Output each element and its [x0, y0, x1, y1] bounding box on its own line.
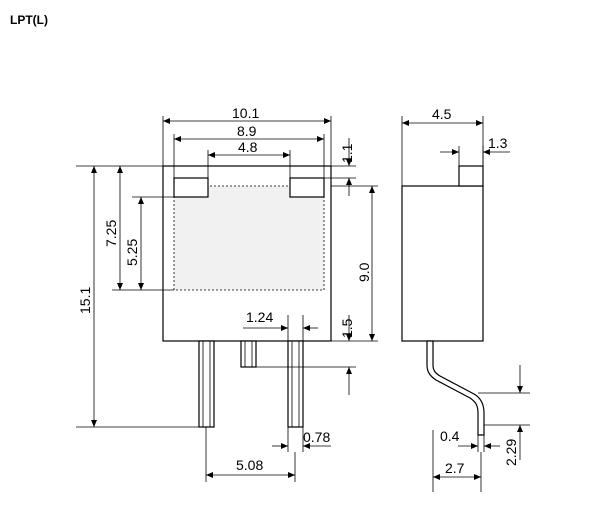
dim-lead-thickness-group: 0.4: [440, 428, 500, 452]
dim-side-tab-group: 1.3: [440, 135, 510, 166]
dim-lead-thickness: 0.4: [440, 428, 460, 444]
dim-total-height: 15.1: [77, 287, 93, 314]
drawing-title: LPT(L): [10, 13, 48, 27]
side-view: [401, 165, 485, 436]
dim-side-depth: 4.5: [432, 106, 452, 122]
lead-center: [240, 340, 257, 368]
dim-body-height: 9.0: [356, 262, 372, 282]
side-body: [401, 185, 484, 342]
dim-pad-spacing: 4.8: [238, 139, 258, 155]
dim-pad-height-group: 1.1: [324, 138, 356, 196]
dim-lead-pitch-group: 5.08: [205, 427, 296, 482]
dim-body-height-group: 9.0: [331, 185, 378, 342]
dim-top-width: 10.1: [232, 105, 259, 121]
side-tab: [458, 165, 484, 187]
left-pad: [173, 177, 209, 198]
dim-lead-standoff-group: 1.5: [256, 315, 356, 395]
dim-lead-bend-group: 2.29: [478, 365, 530, 466]
dim-lead-gap-group: 1.24: [243, 309, 318, 341]
dim-side-tab: 1.3: [488, 135, 508, 151]
front-left-dimensions: 15.1 7.25 5.25: [76, 165, 199, 428]
dim-lead-width-group: 0.78: [272, 427, 331, 452]
dim-pad-height: 1.1: [339, 143, 355, 163]
package-window: [173, 185, 325, 291]
dim-lead-bend: 2.29: [503, 439, 519, 466]
front-top-dimensions: 10.1 8.9 4.8: [162, 105, 332, 178]
dim-window-inner: 5.25: [124, 239, 140, 266]
lead-left: [198, 340, 215, 428]
front-view: [162, 165, 332, 428]
lead-right: [287, 340, 304, 428]
right-pad: [289, 177, 325, 198]
dim-lead-pitch: 5.08: [236, 457, 263, 473]
dim-window-height: 7.25: [103, 220, 119, 247]
dim-inner-width: 8.9: [237, 123, 257, 139]
side-lead: [426, 340, 485, 436]
dim-lead-offset-group: 2.7: [432, 430, 482, 492]
dim-lead-standoff: 1.5: [339, 318, 355, 338]
dim-lead-width: 0.78: [303, 429, 330, 445]
dim-lead-offset: 2.7: [445, 460, 465, 476]
dim-lead-gap: 1.24: [246, 309, 273, 325]
